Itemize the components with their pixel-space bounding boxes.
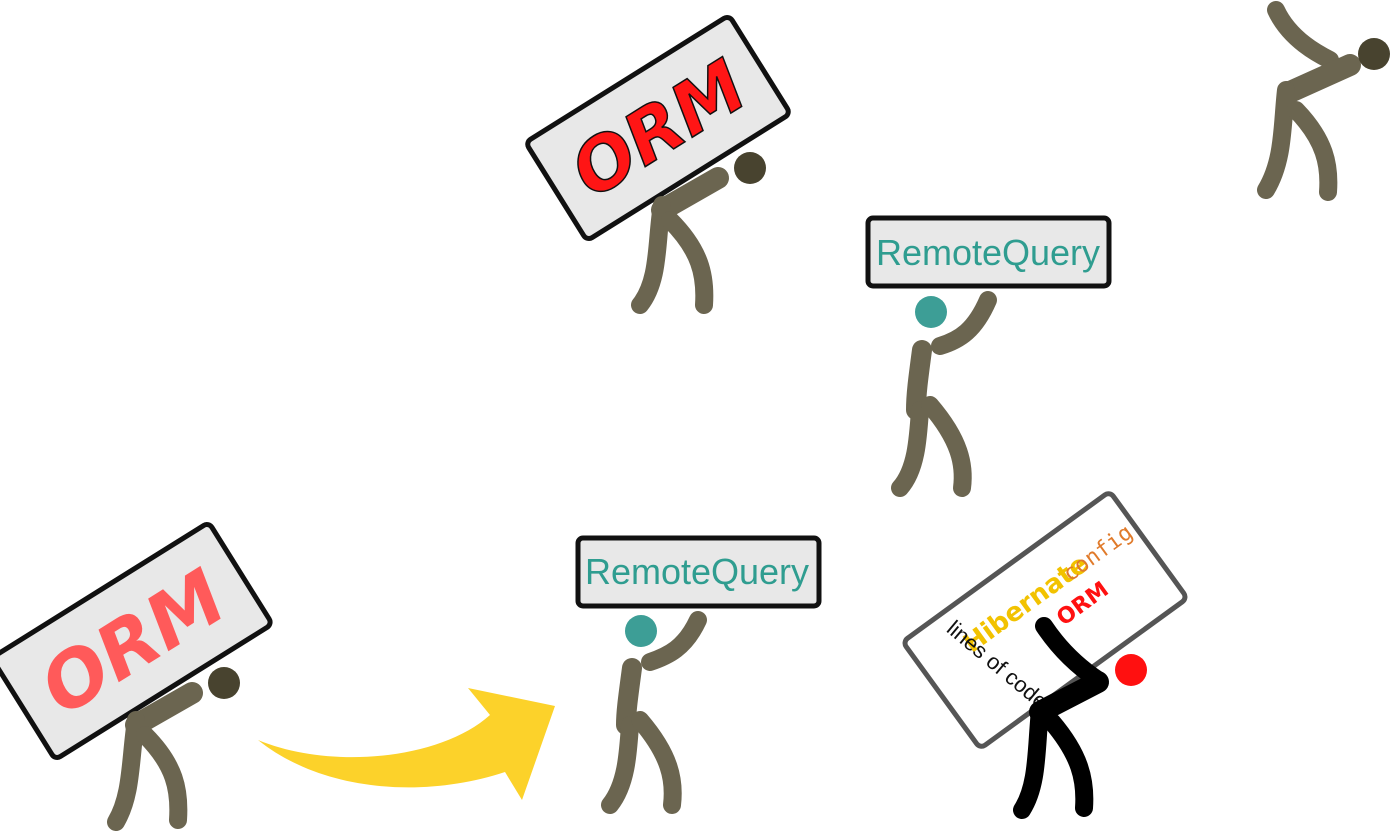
remotequery-sign-bottom-label: RemoteQuery (585, 551, 809, 592)
remotequery-sign-bottom: RemoteQuery (575, 535, 822, 609)
figure-carrying-crowded-sign: Hibernate config ORM lines of code (902, 491, 1188, 819)
remotequery-sign-mid-label: RemoteQuery (876, 232, 1100, 273)
stick-figure-icon (631, 167, 729, 314)
figure-free-running (1257, 1, 1390, 201)
head (625, 615, 657, 647)
remotequery-sign-mid: RemoteQuery (865, 215, 1112, 289)
stick-figure-icon (891, 291, 997, 497)
figure-carrying-remotequery-bottom: RemoteQuery (575, 535, 822, 814)
figure-carrying-orm-top: ORM (525, 14, 791, 314)
stick-figure-icon (601, 611, 707, 814)
head (915, 296, 947, 328)
figure-carrying-orm-left: ORM (0, 522, 273, 831)
head (734, 152, 766, 184)
head (1115, 654, 1147, 686)
curved-arrow-icon (258, 688, 555, 800)
head (1358, 38, 1390, 70)
stick-figure-icon (107, 682, 203, 831)
stick-figure-icon (1257, 1, 1361, 201)
head (208, 667, 240, 699)
figure-carrying-remotequery-mid: RemoteQuery (865, 215, 1112, 497)
stick-figure-icon (1013, 617, 1109, 819)
